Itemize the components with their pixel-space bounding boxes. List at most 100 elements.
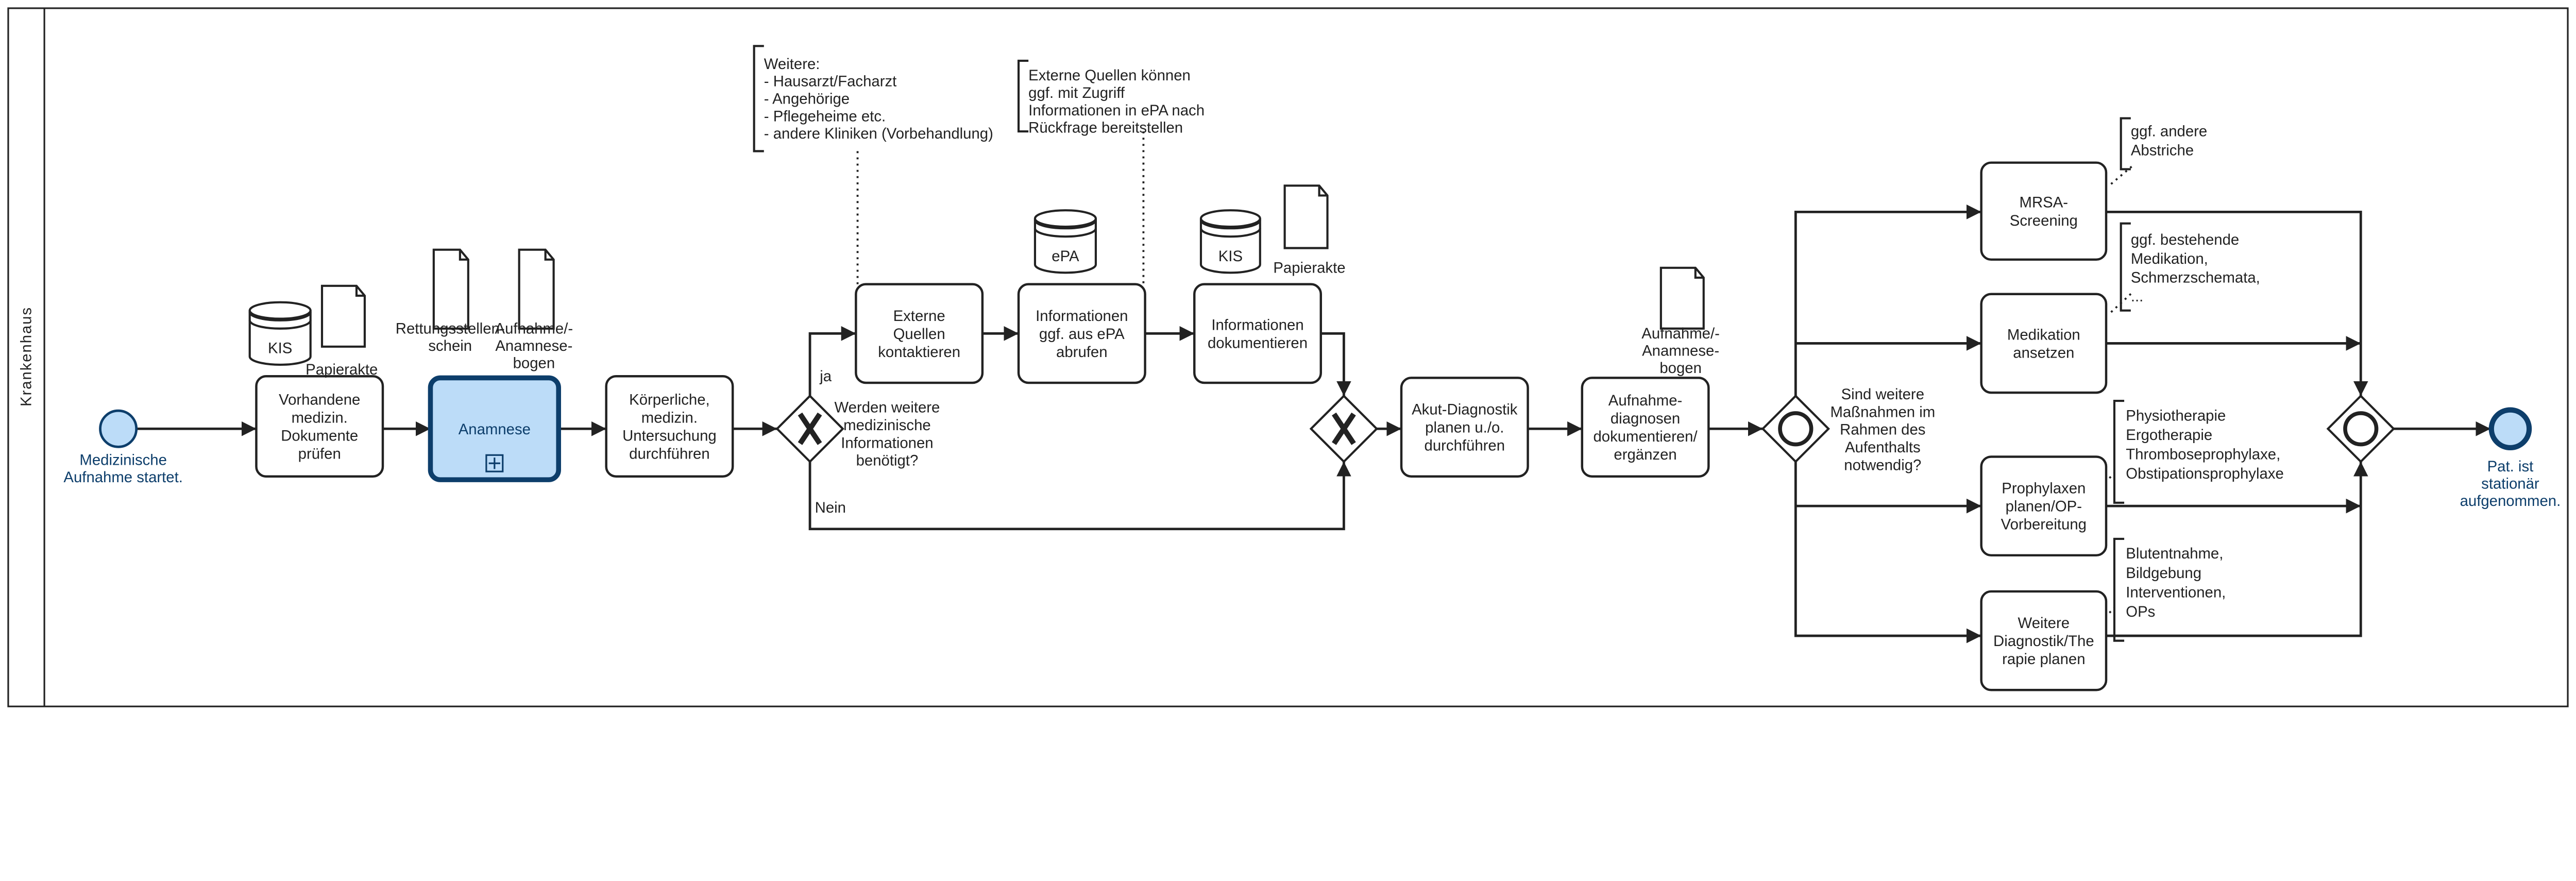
data-object-label: Rettungsstellen- xyxy=(396,320,505,337)
annotation-text: Bildgebung xyxy=(2126,565,2201,582)
task-box[interactable] xyxy=(605,375,734,478)
annotation-text: - andere Kliniken (Vorbehandlung) xyxy=(764,125,993,142)
db-ring xyxy=(1199,228,1261,238)
task-box[interactable] xyxy=(1017,283,1146,384)
annotation-text: Blutentnahme, xyxy=(2126,545,2223,562)
document-icon: Papierakte xyxy=(306,284,378,378)
annotation-text: ggf. mit Zugriff xyxy=(1028,84,1125,101)
data-object-label: schein xyxy=(428,337,472,354)
task-label: medizin. xyxy=(292,409,348,426)
annotation-bracket xyxy=(753,45,764,153)
document-icon: Aufnahme/-Anamnese-bogen xyxy=(495,248,573,371)
lane-label: Krankenhaus xyxy=(18,307,35,406)
task-box[interactable] xyxy=(1581,377,1710,478)
start-event-circle[interactable] xyxy=(99,409,138,448)
sequence-flow xyxy=(1320,332,1351,396)
gateway-diamond[interactable] xyxy=(2326,394,2395,463)
annotation-bracket xyxy=(2113,537,2125,642)
x-icon xyxy=(1332,412,1356,445)
database-icon: KIS xyxy=(1199,209,1261,274)
inclusive-gateway-g3[interactable] xyxy=(1761,394,1831,463)
document-shape xyxy=(1283,184,1329,249)
flow-label-no: Nein xyxy=(815,499,846,516)
subprocess-t2[interactable]: Anamnese xyxy=(428,375,561,482)
annotation-text: Thromboseprophylaxe, xyxy=(2126,446,2280,463)
database-icon: ePA xyxy=(1033,209,1097,274)
database-icon: KIS xyxy=(248,301,312,366)
task-label: Akut-Diagnostik xyxy=(1412,401,1518,418)
db-ring xyxy=(1033,219,1097,230)
task-box[interactable] xyxy=(1980,455,2108,557)
data-store-label: KIS xyxy=(268,340,292,357)
inclusive-gateway-g4[interactable] xyxy=(2326,394,2395,463)
task-label: ggf. aus ePA xyxy=(1039,326,1125,343)
end-event-label: aufgenommen. xyxy=(2460,493,2561,510)
task-box[interactable] xyxy=(255,375,384,478)
task-box[interactable] xyxy=(1980,590,2108,691)
gateway-question: Sind weitere xyxy=(1841,386,1924,403)
gateway-question: Werden weitere xyxy=(835,399,940,416)
annotation-text: Ergotherapie xyxy=(2126,427,2212,444)
start-event-label: Aufnahme startet. xyxy=(63,469,183,486)
task-box[interactable] xyxy=(1400,377,1529,478)
gateway-question: Maßnahmen im xyxy=(1830,403,1935,420)
task-box[interactable] xyxy=(1193,283,1323,384)
gateway-question: Rahmen des xyxy=(1840,421,1925,438)
annotation-text: Schmerzschemata, xyxy=(2131,269,2260,286)
task-label: ergänzen xyxy=(1614,446,1676,463)
annotation-bracket xyxy=(2113,399,2125,504)
task-label: rapie planen xyxy=(2002,651,2085,668)
text-annotation: Blutentnahme,BildgebungInterventionen,OP… xyxy=(2109,537,2226,642)
data-object-label: bogen xyxy=(513,354,555,371)
gateway-diamond[interactable] xyxy=(1761,394,1831,463)
task-label: Körperliche, xyxy=(629,391,710,408)
task-t3[interactable]: Körperliche,medizin.Untersuchungdurchfüh… xyxy=(605,375,734,478)
gateway-question: Informationen xyxy=(841,434,933,451)
task-box[interactable] xyxy=(428,375,561,482)
sequence-flow xyxy=(808,462,1351,531)
annotation-text: Externe Quellen können xyxy=(1028,67,1191,84)
sequence-flow xyxy=(1794,205,1981,396)
data-object-label: Anamnese- xyxy=(1642,342,1719,359)
task-label: planen/OP- xyxy=(2006,498,2082,515)
data-object-label: Papierakte xyxy=(1273,259,1345,276)
task-label: Informationen xyxy=(1211,316,1303,333)
db-ring xyxy=(248,312,312,321)
plus-square-icon[interactable] xyxy=(485,454,504,472)
task-t9[interactable]: MRSA-Screening xyxy=(1980,161,2108,261)
end-event-label: Pat. ist xyxy=(2487,458,2534,475)
exclusive-gateway-g1[interactable] xyxy=(775,394,844,463)
task-box[interactable] xyxy=(855,283,984,384)
gateway-question: notwendig? xyxy=(1844,457,1921,474)
association-line xyxy=(2110,165,2133,185)
annotation-text: Physiotherapie xyxy=(2126,407,2226,424)
task-label: Vorbereitung xyxy=(2001,516,2087,533)
task-box[interactable] xyxy=(1980,293,2108,394)
annotation-bracket xyxy=(1017,59,1029,133)
end-event-circle[interactable] xyxy=(2488,407,2532,451)
task-label: Diagnostik/The xyxy=(1993,633,2094,650)
task-box[interactable] xyxy=(1980,161,2108,261)
circle-icon xyxy=(1778,411,1814,447)
task-label: Untersuchung xyxy=(622,428,717,445)
task-label: Quellen xyxy=(893,326,945,343)
exclusive-gateway-g2[interactable] xyxy=(1309,394,1379,463)
db-top xyxy=(1199,209,1261,228)
annotation-text: ggf. andere xyxy=(2131,123,2207,140)
sequence-flow xyxy=(1794,462,1981,643)
task-label: kontaktieren xyxy=(878,344,960,361)
db-body xyxy=(248,310,312,366)
text-annotation: ggf. bestehendeMedikation,Schmerzschemat… xyxy=(2110,222,2260,313)
